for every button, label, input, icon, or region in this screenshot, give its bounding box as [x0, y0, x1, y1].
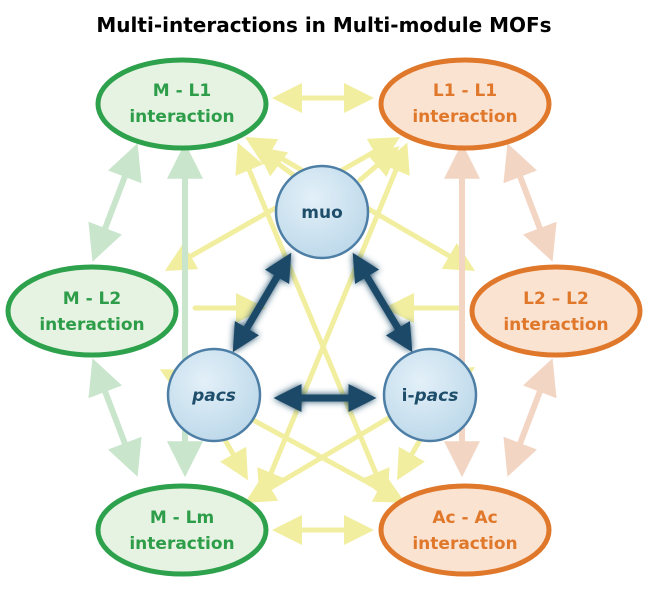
arrow-acac-ipacs	[397, 437, 425, 481]
muo-label: muo	[301, 203, 343, 223]
ellipse-m-l1	[95, 57, 269, 151]
arrow-l1l1-mlm	[257, 142, 410, 501]
arrow-l1l1-muo	[357, 146, 400, 183]
node-pacs: pacs	[166, 347, 262, 443]
arrow-ml1-ml2	[88, 143, 142, 262]
arrow-l1l1-l2l2	[503, 143, 557, 262]
node-m-lm: M - Lm interaction	[95, 483, 269, 577]
circle-pacs	[166, 347, 262, 443]
l1-l1-line2: interaction	[412, 107, 517, 127]
core-arrows	[232, 252, 413, 412]
circle-muo	[274, 164, 370, 260]
ellipse-m-l2	[5, 264, 179, 358]
ellipse-l2-l2	[469, 264, 643, 358]
l1-l1-line1: L1 - L1	[433, 81, 497, 101]
l2-l2-line2: interaction	[503, 315, 608, 335]
node-ac-ac: Ac - Ac interaction	[378, 483, 552, 577]
ellipse-m-lm	[95, 483, 269, 577]
node-m-l2: M - L2 interaction	[5, 264, 179, 358]
m-lm-line2: interaction	[129, 534, 234, 554]
node-ipacs: i-pacs	[382, 347, 478, 443]
node-l1-l1: L1 - L1 interaction	[378, 57, 552, 151]
node-muo: muo	[274, 164, 370, 260]
l2-l2-line1: L2 – L2	[523, 289, 589, 309]
circle-ipacs	[382, 347, 478, 443]
background-arrows	[159, 83, 476, 545]
ipacs-prefix: i-	[402, 386, 415, 406]
page-title: Multi-interactions in Multi-module MOFs	[96, 13, 551, 37]
ellipse-ac-ac	[378, 483, 552, 577]
m-l2-line1: M - L2	[63, 289, 121, 309]
ipacs-italic: pacs	[414, 386, 459, 406]
arrow-muo-ipacs	[352, 252, 413, 353]
node-m-l1: M - L1 interaction	[95, 57, 269, 151]
m-l1-line1: M - L1	[153, 81, 211, 101]
arrow-l2l2-acac	[503, 358, 557, 477]
node-l2-l2: L2 – L2 interaction	[469, 264, 643, 358]
arrow-muo-pacs	[232, 252, 292, 353]
ac-ac-line2: interaction	[412, 534, 517, 554]
ipacs-label: i-pacs	[402, 386, 459, 406]
pacs-label: pacs	[191, 386, 236, 406]
m-l2-line2: interaction	[39, 315, 144, 335]
arrow-mlm-pacs	[220, 437, 248, 481]
ac-ac-line1: Ac - Ac	[432, 508, 497, 528]
ellipse-l1-l1	[378, 57, 552, 151]
arrow-ml2-mlm	[88, 358, 142, 477]
m-lm-line1: M - Lm	[150, 508, 214, 528]
m-l1-line2: interaction	[129, 107, 234, 127]
